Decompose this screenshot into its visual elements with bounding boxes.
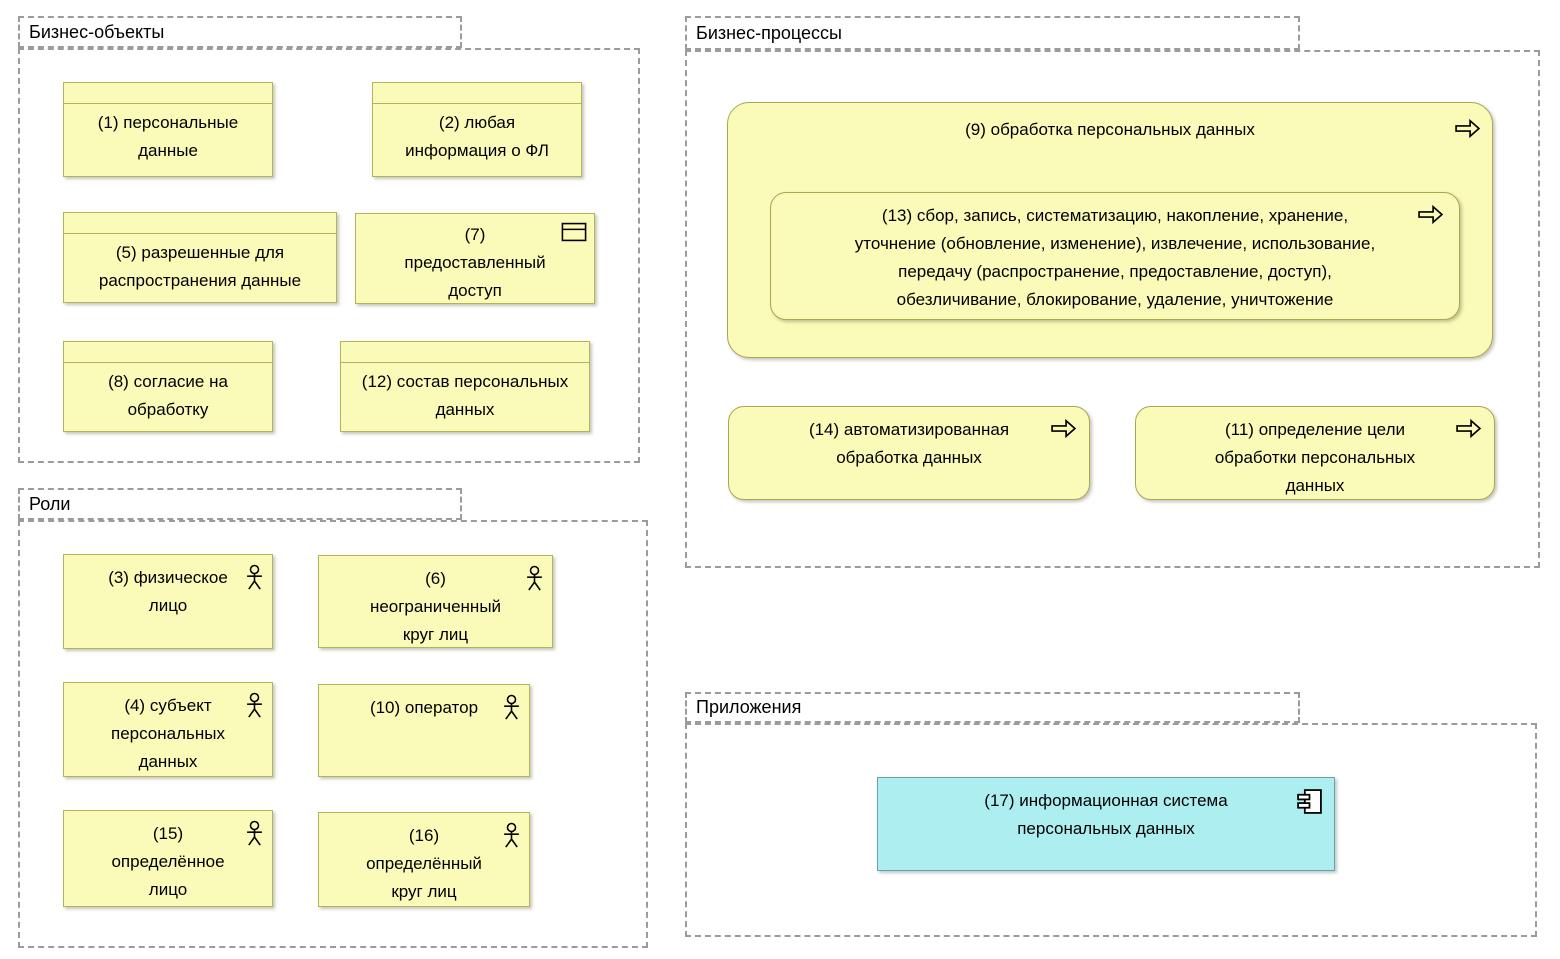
application-component-icon	[1296, 788, 1323, 815]
group-business-objects-body[interactable]	[18, 48, 640, 463]
group-roles-body[interactable]	[18, 520, 648, 948]
business-object-5[interactable]: (5) разрешенные для распространения данн…	[63, 212, 337, 303]
business-object-icon	[561, 222, 587, 242]
object-header-band	[64, 83, 272, 104]
box-label: (10) оператор	[369, 698, 479, 717]
business-object-8[interactable]: (8) согласие на обработку	[63, 341, 273, 432]
object-header-band	[341, 342, 589, 363]
box-label: (6) неограниченный круг лиц	[369, 569, 502, 644]
box-label: (1) персональные данные	[97, 113, 239, 160]
process-arrow-icon	[1417, 204, 1444, 225]
group-applications-tab[interactable]: Приложения	[685, 692, 1300, 723]
business-actor-10[interactable]: (10) оператор	[318, 684, 530, 777]
box-label: (15) определённое лицо	[111, 824, 225, 899]
process-arrow-icon	[1455, 418, 1482, 439]
application-component-17[interactable]: (17) информационная система персональных…	[877, 777, 1335, 871]
object-header-band	[64, 213, 336, 234]
business-object-2[interactable]: (2) любая информация о ФЛ	[372, 82, 582, 177]
group-business-objects-tab[interactable]: Бизнес-объекты	[18, 16, 462, 48]
business-object-1[interactable]: (1) персональные данные	[63, 82, 273, 177]
box-label: (4) субъект персональных данных	[111, 696, 225, 771]
box-label: (9) обработка персональных данных	[965, 120, 1255, 139]
group-business-processes-body[interactable]	[685, 50, 1540, 568]
box-label: (3) физическое лицо	[108, 568, 228, 615]
box-label: (17) информационная система персональных…	[984, 791, 1228, 838]
actor-icon	[245, 692, 264, 721]
box-label: (13) сбор, запись, систематизацию, накоп…	[854, 206, 1376, 309]
box-label: (14) автоматизированная обработка данных	[808, 420, 1010, 467]
business-object-12[interactable]: (12) состав персональных данных	[340, 341, 590, 432]
actor-icon	[245, 820, 264, 849]
business-process-13[interactable]: (13) сбор, запись, систематизацию, накоп…	[770, 192, 1460, 320]
box-label: (7) предоставленный доступ	[404, 225, 546, 300]
group-title: Роли	[29, 493, 71, 514]
group-applications-body[interactable]	[685, 723, 1537, 937]
group-business-processes-tab[interactable]: Бизнес-процессы	[685, 16, 1300, 50]
process-arrow-icon	[1454, 118, 1481, 139]
business-actor-4[interactable]: (4) субъект персональных данных	[63, 682, 273, 777]
object-header-band	[373, 83, 581, 104]
group-roles-tab[interactable]: Роли	[18, 488, 462, 520]
business-object-7[interactable]: (7) предоставленный доступ	[355, 213, 595, 304]
business-process-14[interactable]: (14) автоматизированная обработка данных	[728, 406, 1090, 500]
business-actor-16[interactable]: (16) определённый круг лиц	[318, 812, 530, 907]
business-process-11[interactable]: (11) определение цели обработки персонал…	[1135, 406, 1495, 500]
business-actor-6[interactable]: (6) неограниченный круг лиц	[318, 555, 553, 648]
business-actor-3[interactable]: (3) физическое лицо	[63, 554, 273, 649]
actor-icon	[525, 565, 544, 594]
actor-icon	[245, 564, 264, 593]
box-label: (16) определённый круг лиц	[366, 826, 482, 901]
box-label: (5) разрешенные для распространения данн…	[98, 243, 302, 290]
box-label: (8) согласие на обработку	[108, 372, 228, 419]
group-title: Приложения	[696, 697, 802, 717]
process-arrow-icon	[1050, 418, 1077, 439]
group-title: Бизнес-объекты	[29, 21, 165, 42]
box-label: (2) любая информация о ФЛ	[405, 113, 549, 160]
actor-icon	[502, 694, 521, 723]
object-header-band	[64, 342, 272, 363]
business-actor-15[interactable]: (15) определённое лицо	[63, 810, 273, 907]
box-label: (11) определение цели обработки персонал…	[1214, 420, 1416, 495]
box-label: (12) состав персональных данных	[361, 372, 569, 419]
actor-icon	[502, 822, 521, 851]
group-title: Бизнес-процессы	[696, 22, 842, 43]
